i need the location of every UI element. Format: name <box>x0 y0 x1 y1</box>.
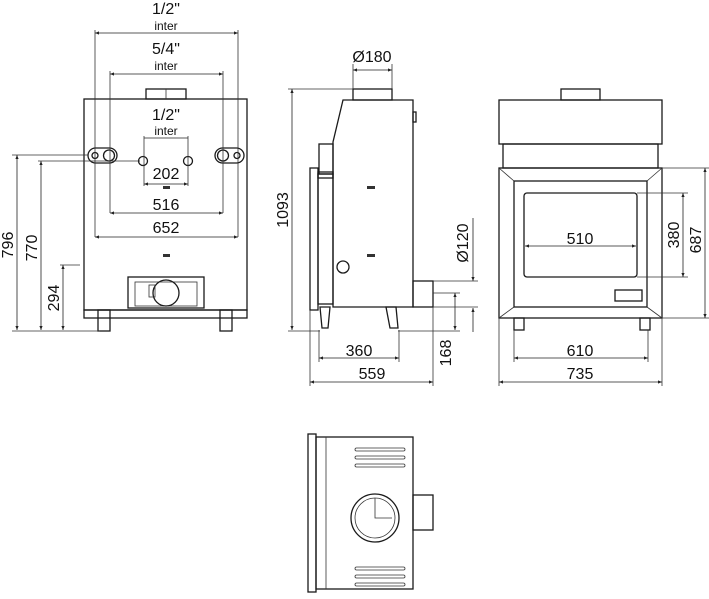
dim-294: 294 <box>46 285 63 312</box>
flue-collar <box>560 88 601 101</box>
dim-796: 796 <box>0 232 17 259</box>
dim-202: 202 <box>153 166 180 183</box>
dim-flue-diameter: Ø180 <box>352 49 391 66</box>
side-body <box>332 99 414 308</box>
dim-168: 168 <box>438 340 455 367</box>
door <box>513 180 648 308</box>
foot <box>97 309 111 332</box>
combustion-air-box <box>412 494 434 531</box>
door-handle <box>614 289 643 302</box>
dim-note: inter <box>154 19 177 33</box>
door-frame <box>309 167 319 311</box>
foot <box>219 309 233 332</box>
dim-770: 770 <box>24 235 41 262</box>
dim-516: 516 <box>153 197 180 214</box>
glass <box>523 192 638 278</box>
dim-inner-connection: 1/2" <box>152 107 180 124</box>
flue-outlet <box>350 493 400 543</box>
vent-slots <box>354 447 406 587</box>
dim-mid-connection: 5/4" <box>152 41 180 58</box>
back-view: 1/2" inter 5/4" inter 1/2" inter 202 516… <box>0 1 248 332</box>
flue-collar <box>352 88 393 101</box>
dim-1093: 1093 <box>275 192 292 228</box>
dim-652: 652 <box>153 220 180 237</box>
dim-510: 510 <box>567 231 594 248</box>
side-view: Ø180 1093 Ø120 168 360 559 <box>275 49 478 386</box>
dim-air-inlet-diameter: Ø120 <box>455 223 472 262</box>
dim-note: inter <box>154 124 177 138</box>
combustion-air-box <box>412 280 434 308</box>
air-inlet <box>336 260 350 274</box>
top-hood <box>498 99 663 145</box>
dim-note: inter <box>154 59 177 73</box>
dim-559: 559 <box>359 366 386 383</box>
dim-380: 380 <box>666 222 683 249</box>
dim-top-connection: 1/2" <box>152 1 180 18</box>
dim-687: 687 <box>688 227 705 254</box>
dim-360: 360 <box>346 343 373 360</box>
front-view: 510 380 687 610 735 <box>498 88 709 386</box>
door-frame <box>498 167 663 319</box>
top-view <box>307 433 434 593</box>
dim-735: 735 <box>567 366 594 383</box>
dim-610: 610 <box>567 343 594 360</box>
ash-box <box>127 276 205 309</box>
water-connection-right <box>214 147 245 164</box>
